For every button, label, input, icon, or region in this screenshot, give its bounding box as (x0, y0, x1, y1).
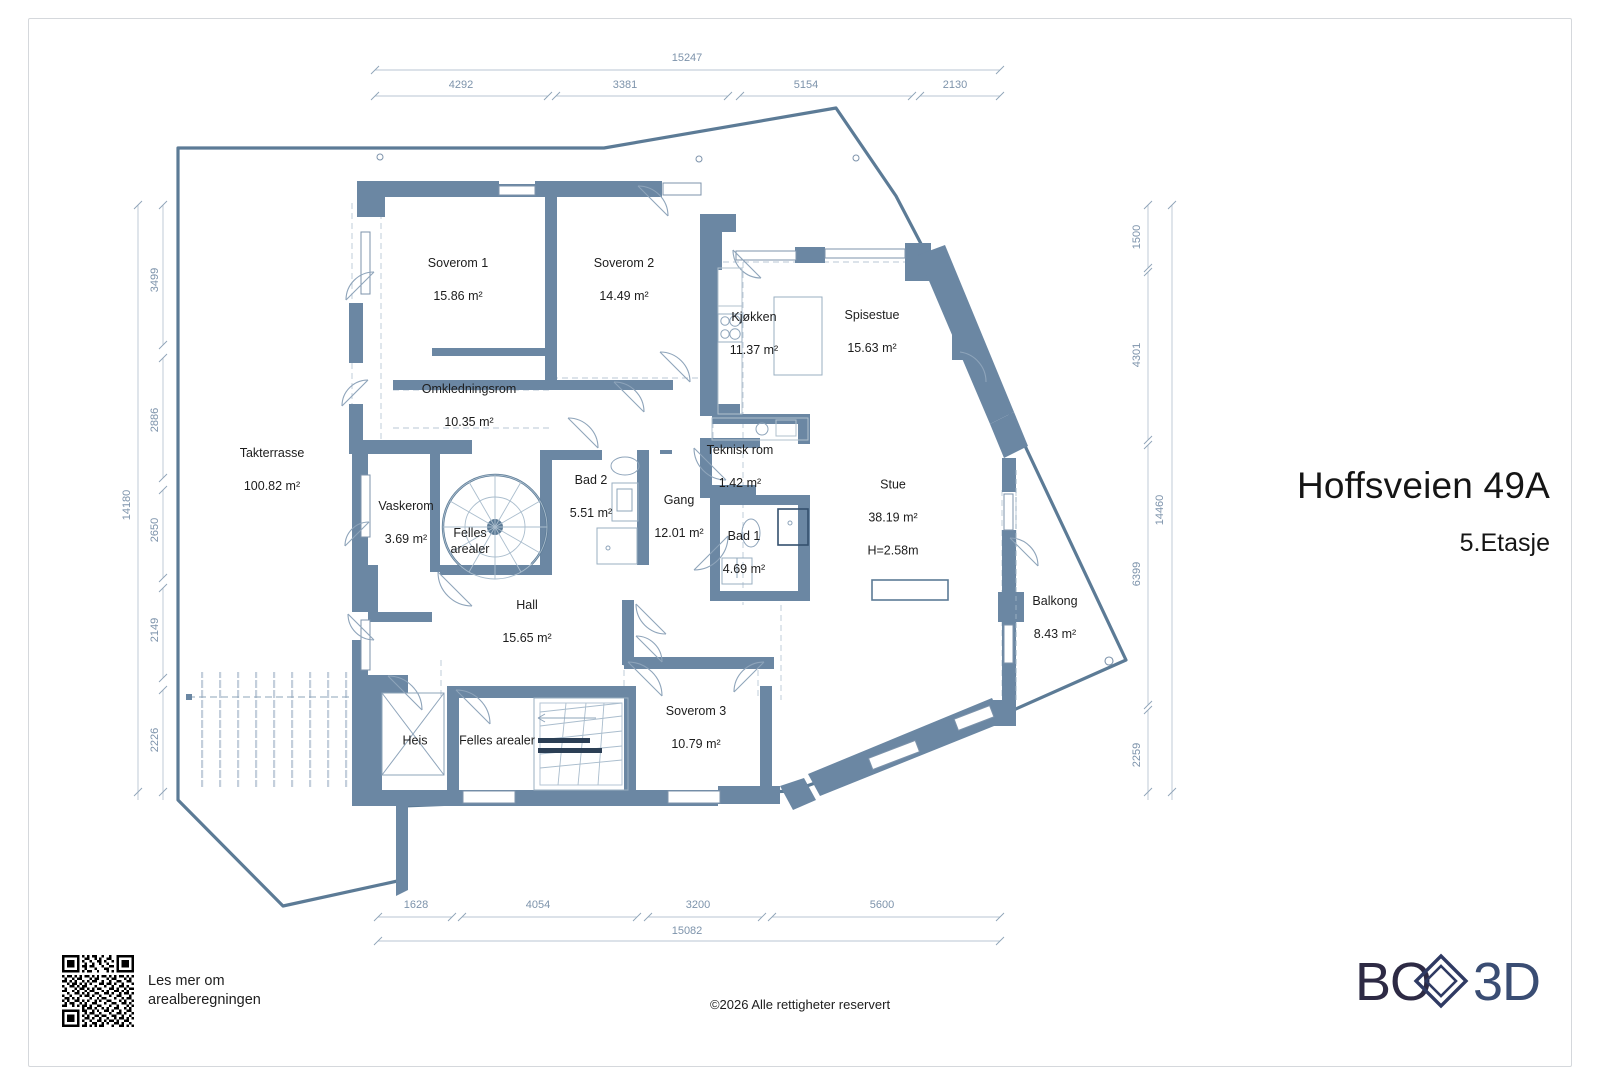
dim-right-seg: 6399 (1131, 561, 1143, 587)
dim-top-seg: 2130 (942, 79, 968, 91)
room-name: Teknisk rom (706, 442, 774, 457)
room-label: Felles arealer (459, 715, 535, 765)
room-name: Vaskerom (378, 498, 434, 513)
room-area: 4.69 m² (722, 561, 766, 576)
room-name: Felles arealer (450, 525, 490, 557)
room-label: Spisestue 15.63 m² (845, 290, 900, 373)
room-label: Bad 2 5.51 m² (570, 455, 612, 538)
room-label: Takterrasse 100.82 m² (240, 428, 305, 511)
room-name: Heis (402, 732, 428, 747)
dim-left-seg: 3499 (149, 267, 161, 293)
room-label: Bad 1 4.69 m² (723, 511, 765, 594)
room-name: Balkong (1032, 593, 1078, 608)
dim-top-total: 15247 (671, 52, 703, 64)
room-height: H=2.58m (867, 542, 919, 557)
room-label: Heis (402, 715, 427, 765)
room-label: Felles arealer (451, 508, 490, 574)
room-name: Bad 1 (727, 528, 761, 543)
room-area: 8.43 m² (1033, 626, 1077, 641)
dim-left-seg: 2149 (149, 617, 161, 643)
dim-left-seg: 2226 (149, 727, 161, 753)
windows (360, 182, 1014, 804)
dim-bottom-total: 15082 (671, 925, 703, 937)
svg-text:BO: BO (1355, 952, 1431, 1012)
room-area: 11.37 m² (729, 342, 779, 357)
room-name: Soverom 2 (593, 255, 655, 270)
dim-right-seg: 1500 (1131, 224, 1143, 250)
qr-caption: Les mer om arealberegningen (148, 973, 261, 1008)
dim-right-seg: 2259 (1131, 742, 1143, 768)
dimension-lines (133, 65, 1177, 946)
terrace-railing (186, 672, 366, 787)
room-area: 5.51 m² (569, 505, 613, 520)
room-area: 38.19 m² (868, 509, 918, 524)
qr-code-icon[interactable] (62, 955, 134, 1027)
room-name: Kjøkken (731, 309, 777, 324)
room-label: Soverom 3 10.79 m² (666, 686, 726, 769)
room-name: Soverom 1 (427, 255, 489, 270)
room-area: 12.01 m² (654, 525, 704, 540)
bo3d-logo-icon[interactable]: BO 3D (1355, 950, 1545, 1012)
room-area: 15.63 m² (847, 340, 897, 355)
room-label: Soverom 1 15.86 m² (428, 238, 488, 321)
title-block: Hoffsveien 49A 5.Etasje (1210, 465, 1550, 558)
page-title: Hoffsveien 49A (1296, 465, 1550, 506)
dim-left-seg: 2886 (149, 407, 161, 433)
room-name: Takterrasse (239, 445, 305, 460)
room-area: 10.35 m² (444, 414, 494, 429)
dim-bottom-seg: 4054 (525, 899, 551, 911)
room-label: Gang 12.01 m² (654, 475, 703, 558)
dim-top-seg: 3381 (612, 79, 638, 91)
dim-bottom-seg: 5600 (869, 899, 895, 911)
svg-text:3D: 3D (1473, 952, 1540, 1012)
dim-right-total: 14460 (1154, 494, 1166, 526)
room-name: Soverom 3 (665, 703, 727, 718)
room-label: Kjøkken 11.37 m² (730, 292, 778, 375)
room-label: Vaskerom 3.69 m² (378, 481, 433, 564)
room-area: 15.86 m² (433, 288, 483, 303)
room-area: 15.65 m² (502, 630, 552, 645)
room-name: Gang (663, 492, 695, 507)
qr-block[interactable]: Les mer om arealberegningen (62, 955, 261, 1027)
dim-left-seg: 2650 (149, 517, 161, 543)
room-label: Soverom 2 14.49 m² (594, 238, 654, 321)
room-label: Stue 38.19 m² H=2.58m (867, 459, 918, 575)
room-label: Balkong 8.43 m² (1032, 576, 1077, 659)
room-name: Omkledningsrom (421, 381, 517, 396)
floor-subtitle: 5.Etasje (1459, 529, 1550, 557)
room-area: 14.49 m² (599, 288, 649, 303)
bo3d-logo[interactable]: BO 3D (1355, 950, 1545, 1012)
room-name: Hall (516, 597, 538, 612)
dim-right-seg: 4301 (1131, 342, 1143, 368)
copyright-text: ©2026 Alle rettigheter reservert (709, 997, 891, 1012)
dim-left-total: 14180 (121, 489, 133, 521)
dim-top-seg: 5154 (793, 79, 819, 91)
fixtures (381, 267, 949, 791)
room-label: Teknisk rom 1.42 m² (707, 425, 774, 508)
dim-top-seg: 4292 (448, 79, 474, 91)
room-area: 1.42 m² (718, 475, 762, 490)
room-name: Stue (880, 476, 906, 491)
room-name: Felles arealer (459, 732, 535, 747)
room-label: Hall 15.65 m² (502, 580, 551, 663)
dim-bottom-seg: 3200 (685, 899, 711, 911)
room-name: Spisestue (844, 307, 900, 322)
room-label: Omkledningsrom 10.35 m² (422, 364, 516, 447)
room-area: 3.69 m² (384, 531, 428, 546)
room-name: Bad 2 (574, 472, 608, 487)
room-area: 100.82 m² (243, 478, 301, 493)
dim-bottom-seg: 1628 (403, 899, 429, 911)
room-area: 10.79 m² (671, 736, 721, 751)
